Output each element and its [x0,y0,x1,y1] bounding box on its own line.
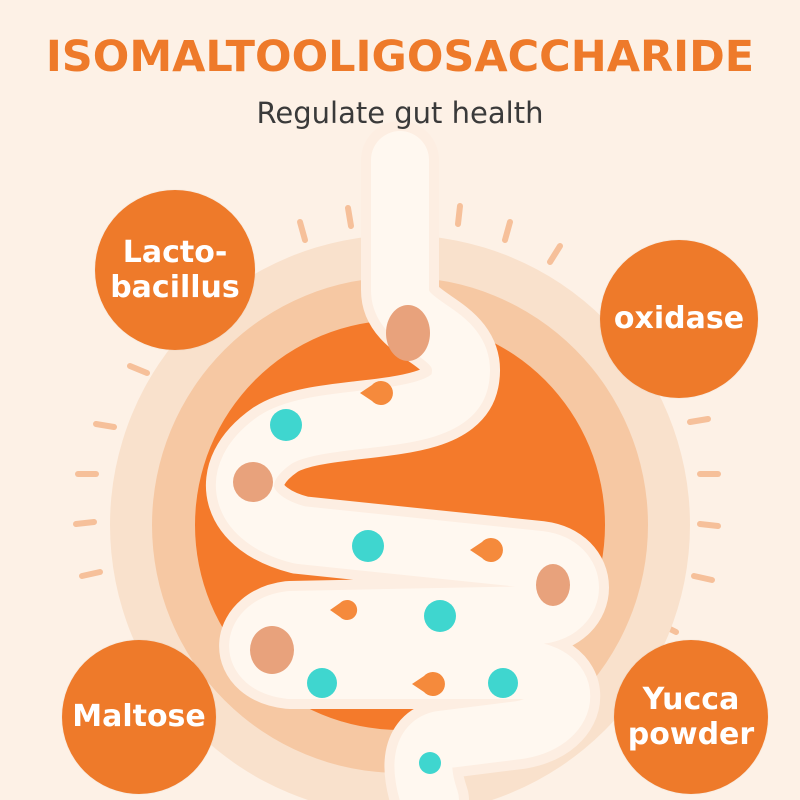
page-title: ISOMALTOOLIGOSACCHARIDE [45,32,755,82]
ingredient-bubble-yucca-powder: Yucca powder [614,640,768,794]
ingredient-bubble-maltose: Maltose [62,640,216,794]
ingredient-line: Lacto- [122,234,228,270]
good-bacteria-icon [270,409,518,774]
ingredient-line: powder [627,717,755,752]
ingredient-bubble-lactobacillus: Lacto- bacillus [95,190,255,350]
ingredient-line: bacillus [110,270,240,305]
bad-bacteria-icon [233,305,570,674]
sunburst-ticks [73,203,721,635]
ingredient-line: Maltose [72,699,206,735]
ingredient-line: oxidase [613,301,745,337]
page-subtitle: Regulate gut health [256,96,544,130]
ingredient-bubble-oxidase: oxidase [600,240,758,398]
pacman-icon [330,380,503,697]
ingredient-line: Yucca [642,681,740,717]
